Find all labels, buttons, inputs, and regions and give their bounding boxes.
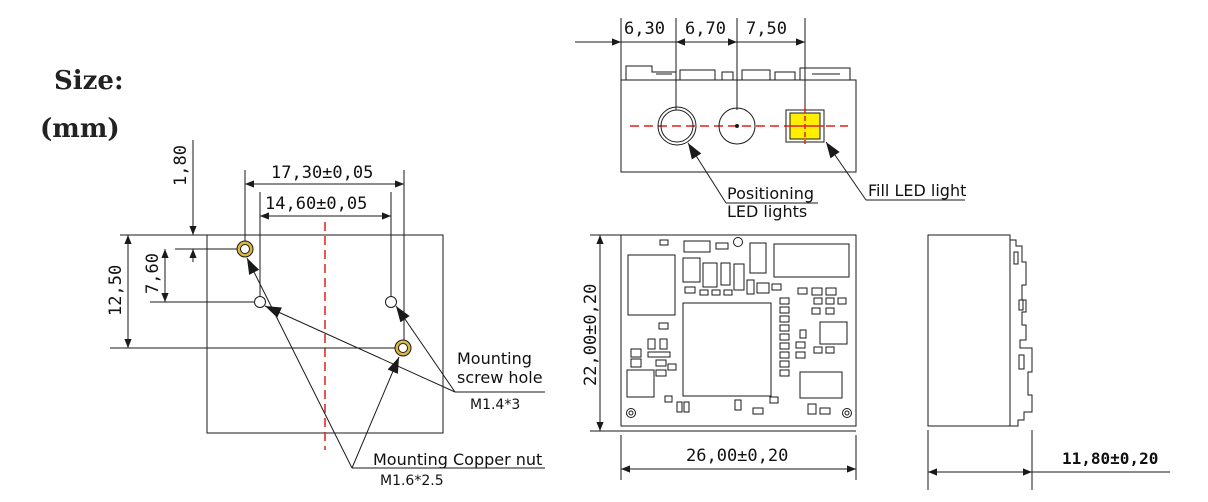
dim-top-3-label: 7,50 — [746, 19, 787, 39]
outer-spacing-label: 17,30±0,05 — [271, 163, 373, 183]
height-left-label: 12,50 — [106, 265, 126, 316]
side-view — [927, 234, 1170, 490]
mounting-screw-label-1: Mounting — [457, 349, 532, 368]
screw-hole-icon — [254, 296, 266, 308]
mounting-screw-spec: M1.4*3 — [470, 397, 520, 413]
screw-hole-icon — [385, 296, 397, 308]
copper-nut-spec: M1.6*2.5 — [380, 473, 444, 489]
positioning-led-icon — [718, 107, 756, 145]
front-view — [575, 18, 965, 204]
side-thickness-label: 11,80±0,20 — [1062, 449, 1158, 468]
main-chip — [682, 302, 772, 397]
positioning-led-icon — [657, 106, 697, 146]
board-width-label: 26,00±0,20 — [686, 446, 788, 466]
side-body — [927, 234, 1011, 427]
inner-spacing-label: 14,60±0,05 — [265, 194, 367, 214]
dim-top-1-label: 6,30 — [624, 19, 665, 39]
front-housing — [620, 79, 857, 173]
dim-top-2-label: 6,70 — [685, 19, 726, 39]
mounting-view — [110, 140, 545, 469]
copper-nut-label: Mounting Copper nut — [373, 450, 542, 469]
positioning-leds-label-2: LED lights — [727, 202, 807, 221]
mounting-screw-label-2: screw hole — [457, 368, 543, 387]
board-height-label: 22,00±0,20 — [581, 284, 601, 386]
hole-vertical-label: 7,60 — [143, 253, 163, 294]
top-offset-label: 1,80 — [171, 145, 191, 186]
fill-led-label: Fill LED light — [868, 181, 966, 200]
unit-title: (mm) — [40, 114, 120, 144]
size-title: Size: — [54, 66, 124, 96]
positioning-leds-label-1: Positioning — [727, 184, 814, 203]
board-top-view — [590, 234, 857, 480]
